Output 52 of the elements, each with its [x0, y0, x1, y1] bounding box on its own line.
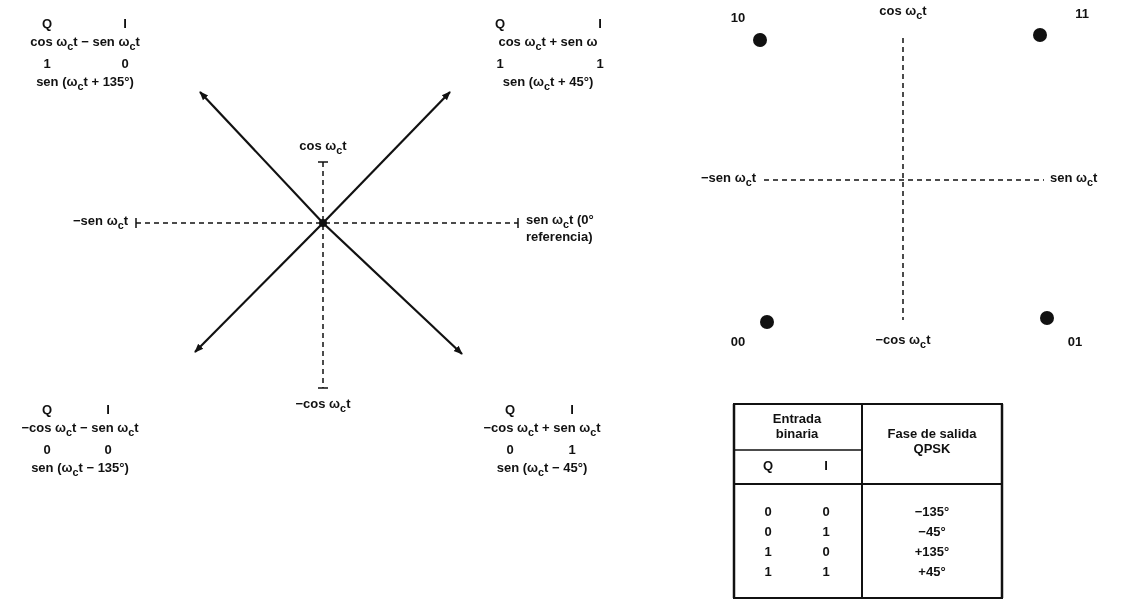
axis-label: sen ω$_{c}$t	[1050, 171, 1098, 189]
phase-expression: sen (ω$_{c}$t + 135°)	[36, 75, 134, 93]
axis-label: −sen ω$_{c}$t	[73, 214, 128, 232]
table-header: I	[824, 458, 828, 474]
phase-value: −45°	[918, 524, 946, 540]
axis-letter: Q	[494, 16, 506, 32]
axis-letter: Q	[41, 16, 53, 32]
bit-value: 0	[822, 504, 830, 520]
axis-letter: I	[598, 16, 602, 32]
axis-label: cos ω$_{c}$t	[879, 4, 927, 22]
table-header: Entrada binaria	[771, 412, 823, 442]
phase-expression: sen (ω$_{c}$t − 135°)	[31, 461, 129, 479]
bit-value: 1	[568, 442, 576, 458]
bit-value: 0	[764, 504, 772, 520]
axis-label: −sen ω$_{c}$t	[701, 171, 756, 189]
bit-value: 0	[506, 442, 514, 458]
bit-value: 1	[764, 564, 772, 580]
point-label: 10	[730, 10, 746, 26]
point-label: 00	[730, 334, 746, 350]
bit-value: 0	[822, 544, 830, 560]
point-label: 11	[1075, 6, 1089, 22]
bit-value: 1	[822, 524, 830, 540]
bit-value: 1	[496, 56, 504, 72]
phase-value: −135°	[914, 504, 950, 520]
phasor-expression: cos ω$_{c}$t − sen ω$_{c}$t	[30, 35, 140, 53]
phasor-expression: −cos ω$_{c}$t − sen ω$_{c}$t	[21, 421, 139, 439]
table-header: Fase de salida QPSK	[887, 427, 977, 457]
bit-value: 1	[43, 56, 51, 72]
phase-expression: sen (ω$_{c}$t − 45°)	[496, 461, 588, 479]
point-label: 01	[1067, 334, 1083, 350]
axis-label: cos ω$_{c}$t	[299, 139, 347, 157]
bit-value: 1	[822, 564, 830, 580]
phase-value: +135°	[914, 544, 950, 560]
table-header: Q	[762, 458, 774, 474]
axis-letter: I	[570, 402, 574, 418]
axis-letter: I	[123, 16, 127, 32]
bit-value: 1	[764, 544, 772, 560]
bit-value: 0	[43, 442, 51, 458]
axis-letter: Q	[41, 402, 53, 418]
phase-value: +45°	[918, 564, 946, 580]
bit-value: 0	[104, 442, 112, 458]
axis-letter: I	[106, 402, 110, 418]
bit-value: 0	[121, 56, 129, 72]
bit-value: 0	[764, 524, 772, 540]
phasor-expression: −cos ω$_{c}$t + sen ω$_{c}$t	[483, 421, 601, 439]
axis-label: −cos ω$_{c}$t	[875, 333, 931, 351]
phase-expression: sen (ω$_{c}$t + 45°)	[502, 75, 594, 93]
phasor-expression: cos ω$_{c}$t + sen ω	[498, 35, 598, 53]
bit-value: 1	[596, 56, 604, 72]
axis-label: sen ω$_{c}$t (0° referencia)	[526, 213, 595, 245]
axis-label: −cos ω$_{c}$t	[295, 397, 351, 415]
axis-letter: Q	[504, 402, 516, 418]
